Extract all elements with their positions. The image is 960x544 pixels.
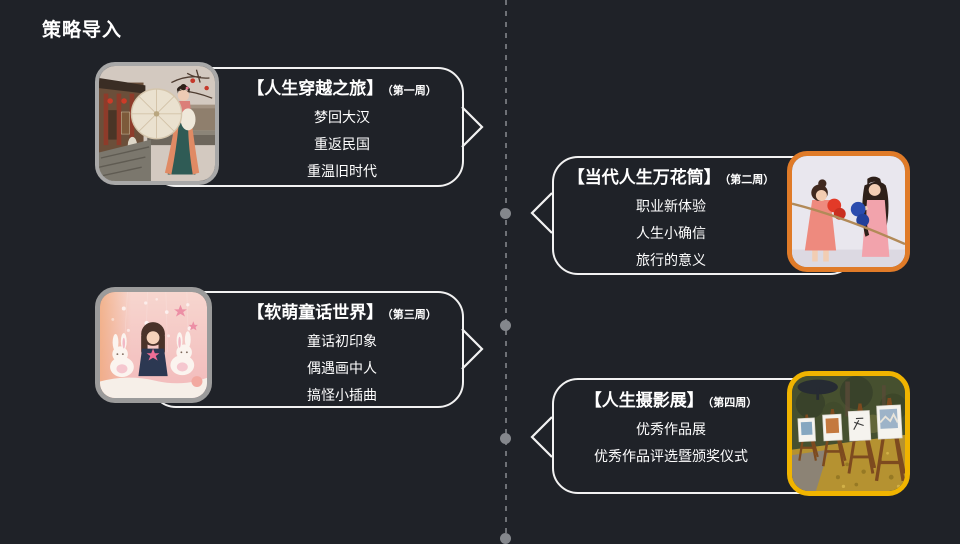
timeline-dot [500, 320, 511, 331]
card-item: 人生小确信 [636, 225, 706, 241]
arrow-left-icon [530, 416, 553, 458]
card-title: 【人生摄影展】 [584, 391, 704, 410]
card-item: 梦回大汉 [314, 109, 370, 125]
card-photo[interactable] [95, 287, 212, 403]
card-photo[interactable] [787, 371, 910, 496]
card-week-label: （第三周） [387, 309, 437, 321]
card-item: 搞怪小插曲 [307, 387, 377, 403]
card-title: 【人生穿越之旅】 [247, 79, 384, 98]
card-text: 【软萌童话世界】（第三周） 童话初印象 偶遇画中人 搞怪小插曲 [222, 298, 462, 409]
card-item-list: 职业新体验 人生小确信 旅行的意义 [558, 193, 784, 274]
card-title: 【当代人生万花筒】 [567, 168, 721, 187]
card-item: 职业新体验 [636, 198, 706, 214]
card-photo[interactable] [787, 151, 910, 272]
card-item: 偶遇画中人 [307, 360, 377, 376]
card-text: 【人生穿越之旅】（第一周） 梦回大汉 重返民国 重温旧时代 [222, 74, 462, 185]
timeline-dot [500, 433, 511, 444]
card-item: 童话初印象 [307, 333, 377, 349]
card-item-list: 优秀作品展 优秀作品评选暨颁奖仪式 [558, 416, 784, 470]
card-item: 优秀作品评选暨颁奖仪式 [594, 448, 748, 464]
card-text: 【人生摄影展】（第四周） 优秀作品展 优秀作品评选暨颁奖仪式 [558, 386, 784, 470]
arrow-right-icon [461, 106, 484, 148]
card-week-label: （第四周） [707, 397, 758, 409]
card-item-list: 梦回大汉 重返民国 重温旧时代 [222, 104, 462, 185]
timeline-dot [500, 208, 511, 219]
card-item: 优秀作品展 [636, 421, 706, 437]
timeline-dashed-line [505, 0, 507, 540]
card-title: 【软萌童话世界】 [247, 303, 384, 322]
card-photo[interactable] [95, 62, 219, 185]
card-text: 【当代人生万花筒】（第二周） 职业新体验 人生小确信 旅行的意义 [558, 163, 784, 274]
card-item: 重返民国 [314, 136, 370, 152]
card-week-label: （第二周） [724, 174, 775, 186]
card-week-label: （第一周） [387, 85, 437, 97]
arrow-right-icon [461, 328, 484, 370]
card-item: 重温旧时代 [307, 163, 377, 179]
card-item: 旅行的意义 [636, 252, 706, 268]
timeline-dot [500, 533, 511, 544]
card-item-list: 童话初印象 偶遇画中人 搞怪小插曲 [222, 328, 462, 409]
slide-title: 策略导入 [42, 20, 123, 41]
arrow-left-icon [530, 192, 553, 234]
